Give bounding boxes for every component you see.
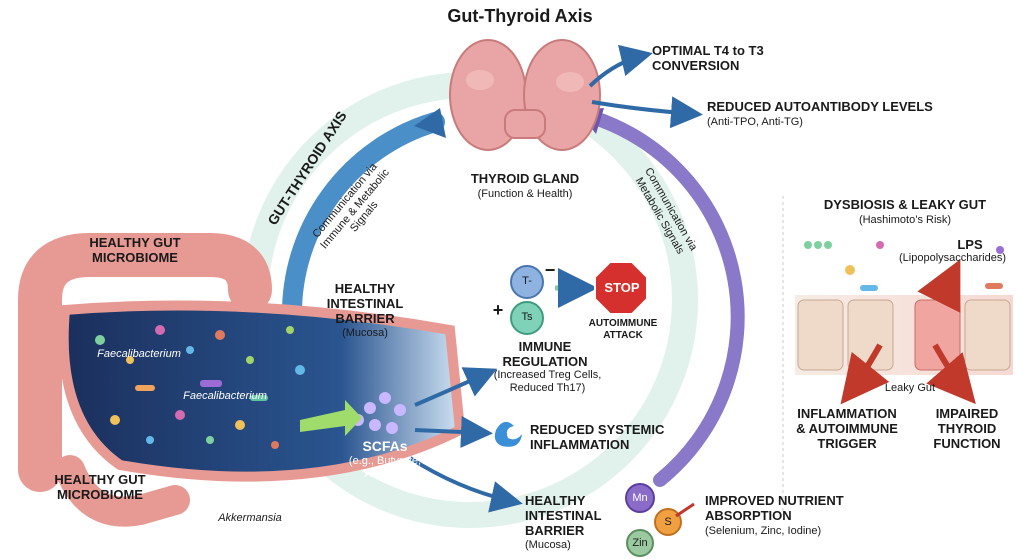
inflammation-title: REDUCED SYSTEMIC INFLAMMATION — [530, 422, 665, 452]
dysbiosis-subtitle: (Hashimoto’s Risk) — [858, 214, 952, 226]
t-cell-top-label: T- — [522, 275, 532, 287]
dysbiosis-outcome-right: IMPAIRED THYROID FUNCTION — [933, 406, 1001, 451]
immune-plus: + — [492, 300, 504, 320]
t-cell-top — [510, 265, 544, 299]
lps-label: LPS — [957, 237, 983, 252]
left-axis-arrow — [281, 112, 445, 328]
outcome-t4-t3: OPTIMAL T4 to T3 CONVERSION — [652, 43, 764, 73]
leaky-gut-label: Leaky Gut — [884, 382, 936, 394]
thyroid-subtitle: (Function & Health) — [477, 188, 573, 200]
immune-title: IMMUNE REGULATION — [502, 339, 588, 369]
nutrient-detail: (Selenium, Zinc, Iodine) — [705, 525, 822, 537]
bacteria-label-3: Akkermansia — [218, 512, 282, 524]
arrow-to-inflammation — [414, 415, 493, 448]
inflammation-arrow — [840, 343, 890, 405]
nutrient-title: IMPROVED NUTRIENT ABSORPTION — [705, 493, 844, 523]
dysbiosis-outcome-left: INFLAMMATION & AUTOIMMUNE TRIGGER — [796, 406, 898, 451]
immune-minus: − — [544, 260, 556, 280]
page-title: Gut-Thyroid Axis — [447, 6, 593, 26]
gut-title-bottom: HEALTHY GUT MICROBIOME — [54, 472, 146, 502]
selenium-label: S — [664, 516, 672, 528]
bacteria-label-2: Faecalibacterium — [183, 390, 267, 402]
stop-sign — [594, 261, 648, 315]
barrier-top-title: HEALTHY INTESTINAL BARRIER — [326, 281, 404, 326]
selenium-molecule — [654, 508, 682, 536]
bacteria-label-1: Faecalibacterium — [97, 348, 181, 360]
intestinal-lumen — [58, 300, 466, 482]
zinc-molecule — [626, 529, 654, 557]
scfa-arrow — [300, 400, 362, 436]
outcome-autoantibody-detail: (Anti-TPO, Anti-TG) — [707, 116, 803, 128]
manganese-molecule — [625, 483, 655, 513]
colon-illustration — [18, 233, 272, 492]
stop-label: STOP — [604, 280, 640, 295]
left-axis-arrowhead-top — [414, 108, 446, 138]
dysbiosis-title: DYSBIOSIS & LEAKY GUT — [823, 197, 987, 212]
t-cell-bottom — [510, 301, 544, 335]
thyroid-title: THYROID GLAND — [470, 171, 580, 186]
outcome-autoantibody: REDUCED AUTOANTIBODY LEVELS — [707, 99, 933, 114]
gut-title-top: HEALTHY GUT MICROBIOME — [89, 235, 181, 265]
lps-detail: (Lipopolysaccharides) — [899, 252, 1006, 264]
stop-caption: AUTOIMMUNE ATTACK — [588, 318, 658, 341]
scfa-subtitle: (e.g., Butyrate, Acetate) — [348, 455, 422, 480]
bacteria-cluster — [95, 325, 305, 449]
right-axis-arrow — [588, 111, 745, 487]
barrier-top-subtitle: (Mucosa) — [342, 327, 388, 339]
scfa-title: SCFAs — [362, 438, 408, 454]
impaired-thyroid-arrow — [926, 343, 976, 405]
t-cell-bottom-label: Ts — [521, 311, 533, 323]
arrow-to-barrier — [408, 456, 523, 513]
barrier-bottom-title: HEALTHY INTESTINAL BARRIER — [525, 493, 602, 538]
immune-detail: (Increased Treg Cells, Reduced Th17) — [493, 369, 602, 394]
manganese-label: Mn — [632, 492, 648, 504]
arrow-to-immune — [414, 367, 498, 407]
barrier-bottom-subtitle: (Mucosa) — [525, 539, 571, 551]
thyroid-gland-illustration — [449, 39, 601, 151]
arrow-to-autoantibody — [591, 96, 703, 129]
wave-icon — [494, 421, 522, 447]
arrow-to-t4-t3 — [588, 44, 653, 88]
dysbiosis-panel — [782, 196, 1013, 515]
lps-arrow — [917, 259, 961, 313]
zinc-label: Zin — [632, 537, 648, 549]
